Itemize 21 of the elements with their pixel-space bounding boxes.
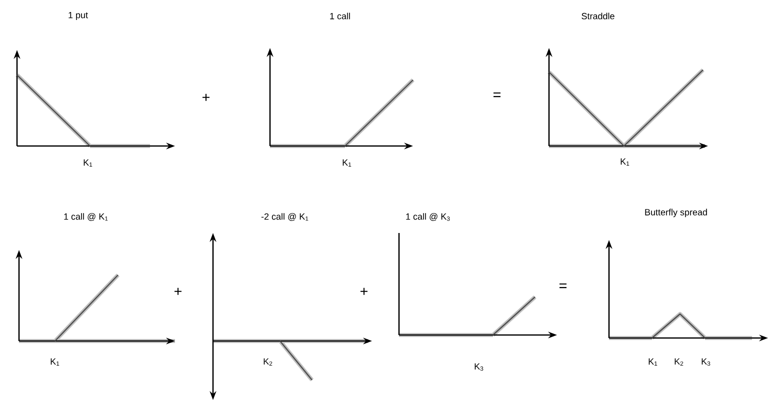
strike-label: K$_{1}$ (342, 159, 352, 167)
equals-sign: = (494, 92, 500, 98)
plus-sign: + (202, 94, 210, 101)
plus-sign: + (174, 288, 182, 295)
plot-title: Butterfly spread (645, 208, 707, 218)
strike-label: K$_{1}$ (84, 159, 92, 167)
plot-title: 1 call @ K$_{1}$ (64, 213, 108, 221)
strike-label: K$_{2}$ (264, 358, 272, 366)
strike-label: K$_{1}$ (648, 358, 658, 366)
plus-sign: + (360, 288, 368, 295)
plot-title: 1 call (330, 12, 350, 20)
strike-label: K$_{2}$ (674, 358, 684, 366)
strike-label: K$_{1}$ (620, 158, 630, 166)
strike-label: K$_{3}$ (702, 358, 710, 366)
strike-label: K$_{1}$ (50, 358, 60, 366)
plot-title: 1 put (68, 12, 88, 20)
plot-title: -2 call @ K$_{1}$ (261, 213, 308, 221)
plot-title: Straddle (582, 12, 614, 20)
plot-title: 1 call @ K$_{3}$ (406, 213, 450, 221)
equals-sign: = (560, 283, 566, 288)
strike-label: K$_{3}$ (474, 363, 484, 371)
